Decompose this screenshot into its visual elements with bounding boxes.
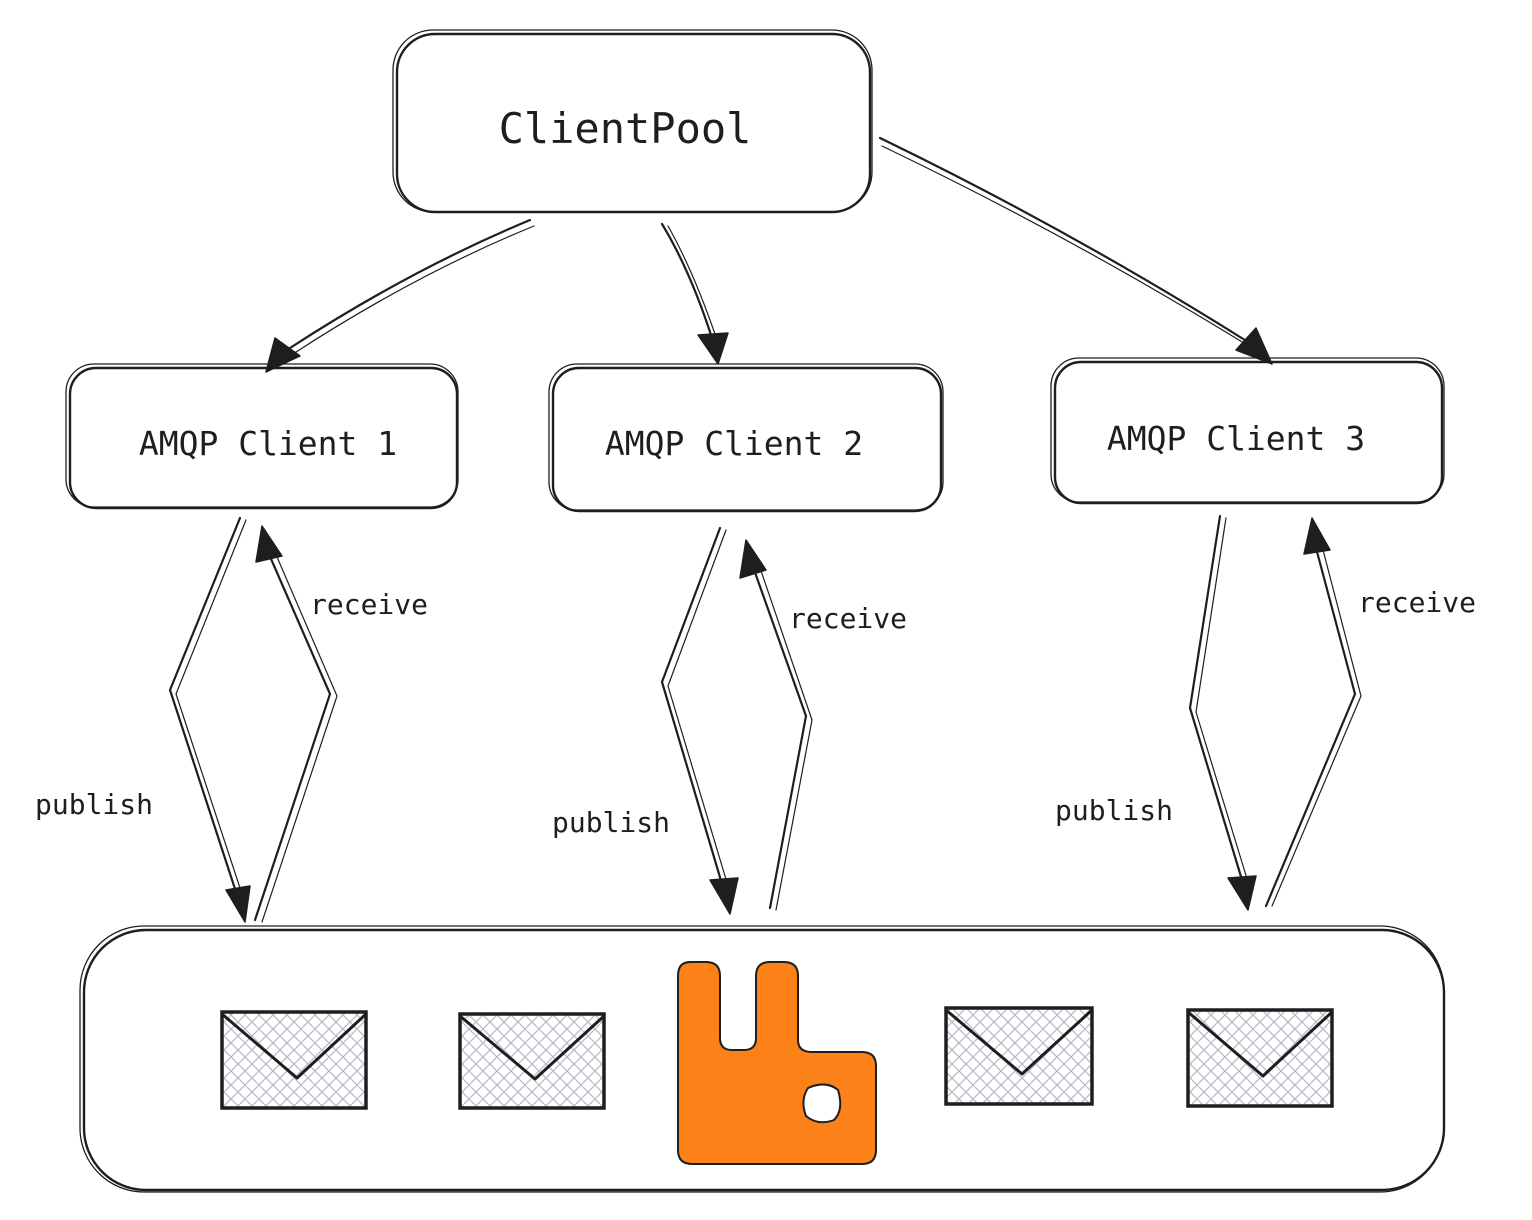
- receive-label-1: receive: [310, 588, 428, 621]
- amqp-client-2-node: AMQP Client 2: [548, 363, 944, 513]
- envelope-icon: [1186, 1008, 1334, 1108]
- publish-arrow-client-2: [660, 526, 739, 915]
- receive-label-2: receive: [789, 602, 907, 635]
- rabbitmq-logo-icon: [677, 961, 877, 1165]
- receive-arrow-client-2: [739, 539, 813, 911]
- arrow-pool-to-client-3: [878, 136, 1273, 365]
- receive-arrow-client-3: [1264, 517, 1362, 908]
- amqp-client-1-node: AMQP Client 1: [65, 363, 459, 510]
- publish-arrow-client-1: [168, 516, 251, 923]
- amqp-client-3-node: AMQP Client 3: [1050, 357, 1445, 505]
- publish-label-1: publish: [35, 788, 153, 821]
- publish-label-2: publish: [552, 806, 670, 839]
- amqp-client-1-label: AMQP Client 1: [139, 424, 397, 463]
- client-pool-label: ClientPool: [499, 104, 752, 153]
- amqp-client-3-label: AMQP Client 3: [1107, 419, 1365, 458]
- arrow-pool-to-client-2: [660, 222, 729, 365]
- envelope-icon: [458, 1012, 606, 1110]
- publish-label-3: publish: [1055, 794, 1173, 827]
- receive-arrow-client-1: [253, 525, 338, 923]
- publish-arrow-client-3: [1188, 514, 1257, 911]
- envelope-icon: [944, 1006, 1094, 1106]
- amqp-client-2-label: AMQP Client 2: [605, 424, 863, 463]
- envelope-icon: [220, 1010, 368, 1110]
- receive-label-3: receive: [1358, 586, 1476, 619]
- client-pool-node: ClientPool: [392, 29, 873, 214]
- arrow-pool-to-client-1: [265, 218, 535, 373]
